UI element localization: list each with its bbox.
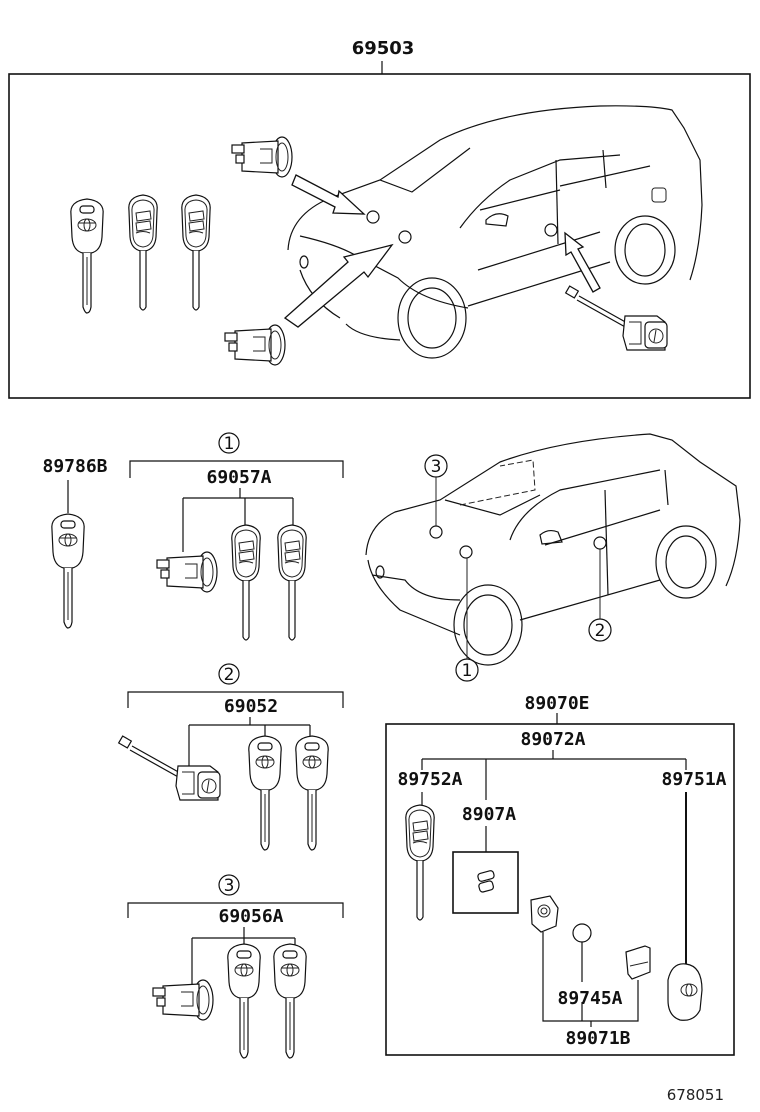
top-section: 69503 xyxy=(8,38,751,399)
door-lock-icon xyxy=(565,285,668,351)
key-icon xyxy=(231,524,261,641)
vehicle-location-illustration xyxy=(365,433,741,666)
key-icon xyxy=(295,735,329,851)
part-label-89070E[interactable]: 89070E xyxy=(524,693,589,714)
group-bracket xyxy=(127,691,344,708)
callout-circle xyxy=(218,432,240,454)
transponder-chip-icon xyxy=(477,870,495,893)
callout-number: 2 xyxy=(595,621,606,641)
callout-circle xyxy=(218,663,240,685)
part-label-89071B[interactable]: 89071B xyxy=(565,1028,630,1049)
arrow-icon xyxy=(283,243,394,328)
callout-number: 2 xyxy=(224,665,235,685)
keyhole-marker xyxy=(459,545,473,559)
part-label-69057A[interactable]: 69057A xyxy=(206,467,271,488)
leader-lines xyxy=(191,927,296,985)
arrow-icon xyxy=(564,231,601,293)
callout-number: 1 xyxy=(224,434,235,454)
key-blank-part: 89786B xyxy=(42,456,108,629)
car-callout-3: 3 xyxy=(424,454,448,526)
part-label-89786B[interactable]: 89786B xyxy=(42,456,107,477)
part-label-69056A[interactable]: 69056A xyxy=(218,906,283,927)
leader-lines xyxy=(182,488,294,552)
group-1: 1 69057A xyxy=(129,432,344,641)
key-icon xyxy=(227,943,261,1059)
kit-frame-69503 xyxy=(8,73,751,399)
callout-circle xyxy=(218,874,240,896)
door-lock-icon xyxy=(118,735,221,801)
group-3: 3 69056A xyxy=(127,874,344,1059)
callout-number: 3 xyxy=(224,876,235,896)
key-icon xyxy=(51,513,85,629)
reference-number: 678051 xyxy=(667,1086,724,1104)
keyhole-marker xyxy=(544,223,558,237)
cover-icon xyxy=(625,945,651,980)
part-label-69503[interactable]: 69503 xyxy=(352,38,415,59)
callout-number: 3 xyxy=(431,457,442,477)
part-label-89072A[interactable]: 89072A xyxy=(520,729,585,750)
lock-cylinder-icon xyxy=(231,136,293,178)
keyhole-marker xyxy=(593,536,607,550)
kit-frame-89070E xyxy=(385,723,735,1056)
chip-box xyxy=(452,851,519,914)
key-icon xyxy=(248,735,282,851)
callout-number: 1 xyxy=(462,661,473,681)
leader-lines xyxy=(542,932,639,1027)
car-callout-1: 1 xyxy=(455,558,479,682)
group-2: 2 69052 xyxy=(118,663,344,851)
part-label-69052[interactable]: 69052 xyxy=(224,696,278,717)
key-icon xyxy=(405,804,435,921)
group-bracket xyxy=(129,460,344,478)
part-label-89752A[interactable]: 89752A xyxy=(397,769,462,790)
keyhole-marker xyxy=(429,525,443,539)
lock-cylinder-icon xyxy=(156,551,218,593)
part-label-89745A[interactable]: 89745A xyxy=(557,988,622,1009)
fob-case-icon xyxy=(530,895,559,933)
key-icon xyxy=(70,198,104,314)
keyhole-marker xyxy=(366,210,380,224)
key-icon xyxy=(181,194,211,311)
battery-icon xyxy=(572,923,592,943)
leader-lines xyxy=(421,750,687,800)
part-label-89751A[interactable]: 89751A xyxy=(661,769,726,790)
part-label-8907A[interactable]: 8907A xyxy=(462,804,516,825)
key-icon xyxy=(128,194,158,311)
car-callout-2: 2 xyxy=(588,549,612,642)
transmitter-kit: 89070E 89072A 89752A 8907A 89751A xyxy=(385,693,735,1056)
arrow-icon xyxy=(291,174,366,215)
lock-cylinder-icon xyxy=(152,979,214,1021)
group-bracket xyxy=(127,902,344,918)
lock-cylinder-icon xyxy=(224,324,286,366)
key-icon xyxy=(273,943,307,1059)
remote-fob-icon xyxy=(667,963,703,1021)
key-icon xyxy=(277,524,307,641)
keyhole-marker xyxy=(398,230,412,244)
leader-lines xyxy=(188,717,311,768)
